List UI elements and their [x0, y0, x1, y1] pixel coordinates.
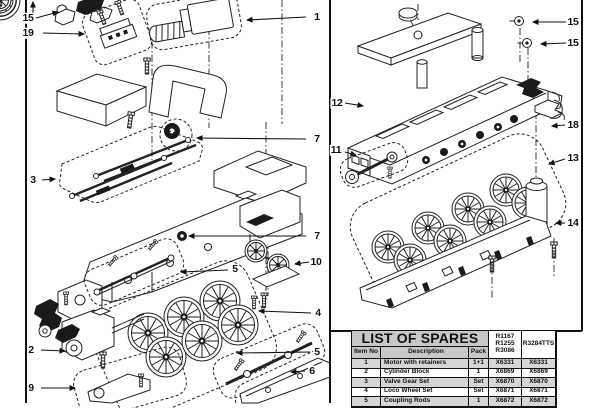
spares-cell: Motor with retainers	[381, 359, 469, 369]
spares-cell: X6871	[522, 387, 556, 397]
part-callout-5: 5	[231, 262, 239, 275]
part-callout-9: 9	[27, 381, 35, 394]
left-exploded-diagram	[0, 0, 331, 408]
spares-cell: 1+1	[469, 359, 489, 369]
spares-cell: Set	[469, 378, 489, 388]
part-callout-15: 15	[21, 11, 35, 24]
spares-cell: Set	[469, 387, 489, 397]
spares-title: LIST OF SPARES	[352, 331, 489, 347]
ref-code: R1167	[495, 333, 515, 341]
part-callout-12: 12	[330, 96, 344, 109]
part-callout-4: 4	[314, 306, 322, 319]
spares-cell: X6869	[489, 368, 522, 378]
ref-code: R3284TTS	[522, 340, 555, 348]
spares-cell: X6869	[522, 368, 556, 378]
spares-cell: X6871	[489, 387, 522, 397]
list-of-spares-table: LIST OF SPARES R1167 R1255 R3086 R3284TT…	[351, 330, 557, 408]
spares-cell: 1	[469, 397, 489, 407]
part-callout-13: 13	[566, 151, 580, 164]
part-callout-19: 19	[21, 26, 35, 39]
right-exploded-diagram	[339, 4, 567, 309]
part-callout-18: 18	[566, 118, 580, 131]
ref-code: R1255	[495, 340, 515, 348]
part-callout-6: 6	[308, 364, 316, 377]
spares-cell: X6870	[489, 378, 522, 388]
spares-cell: X6872	[489, 397, 522, 407]
part-callout-5: 5	[313, 345, 321, 358]
part-callout-11: 11	[329, 143, 343, 156]
part-callout-7: 7	[313, 132, 321, 145]
spares-cell: Cylinder Block	[381, 368, 469, 378]
panel-border-left	[25, 0, 27, 403]
spares-cell: 1	[352, 359, 381, 369]
spares-ref-codes-primary: R1167 R1255 R3086	[489, 331, 522, 359]
col-header-pack: Pack	[469, 347, 489, 359]
part-callout-7: 7	[313, 229, 321, 242]
part-callout-2: 2	[27, 343, 35, 356]
part-callout-15: 15	[566, 36, 580, 49]
part-callout-1: 1	[313, 10, 321, 23]
spares-cell: Coupling Rods	[381, 397, 469, 407]
spares-cell: X6331	[489, 359, 522, 369]
spares-cell: Loco Wheel Set	[381, 387, 469, 397]
spares-cell: X6872	[522, 397, 556, 407]
spares-cell: X6870	[522, 378, 556, 388]
col-header-item-no: Item No	[352, 347, 381, 359]
ref-code: R3086	[495, 346, 515, 354]
spares-cell: X6331	[522, 359, 556, 369]
part-callout-15: 15	[566, 15, 580, 28]
spares-cell: 3	[352, 378, 381, 388]
part-callout-14: 14	[566, 216, 580, 229]
part-callout-3: 3	[29, 173, 37, 186]
spares-cell: 5	[352, 397, 381, 407]
spares-cell: 2	[352, 368, 381, 378]
spares-cell: 1	[469, 368, 489, 378]
panel-border-right	[581, 0, 583, 331]
spares-cell: Valve Gear Set	[381, 378, 469, 388]
spares-cell: 4	[352, 387, 381, 397]
part-callout-10: 10	[309, 255, 323, 268]
panel-divider-vertical	[329, 0, 331, 403]
col-header-description: Description	[381, 347, 469, 359]
spares-ref-code-secondary: R3284TTS	[522, 331, 556, 359]
